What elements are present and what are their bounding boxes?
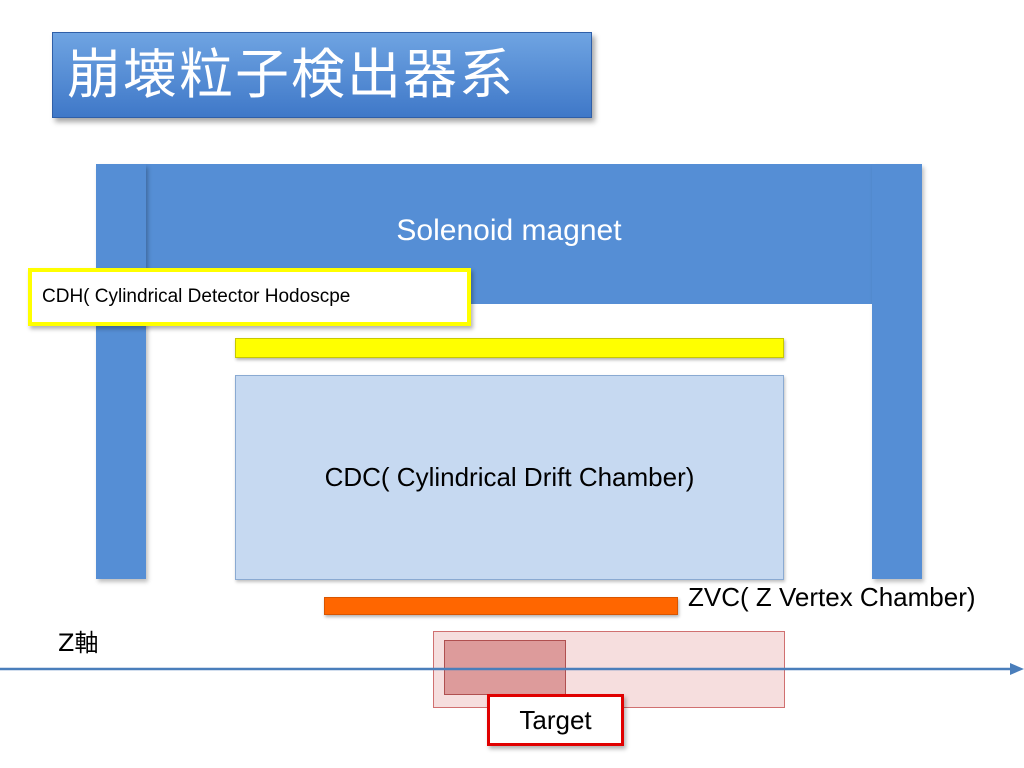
target-label: Target: [487, 694, 624, 746]
cdc-label: CDC( Cylindrical Drift Chamber): [324, 462, 695, 492]
z-axis-label: Z軸: [58, 629, 99, 657]
cdc-detector-box: CDC( Cylindrical Drift Chamber): [235, 375, 784, 580]
z-axis-arrow: [0, 663, 1024, 675]
zvc-label: ZVC( Z Vertex Chamber): [688, 582, 976, 612]
cdh-label: CDH( Cylindrical Detector Hodoscpe: [28, 268, 471, 326]
solenoid-magnet-label: Solenoid magnet: [396, 214, 622, 247]
cdh-detector-bar: [235, 338, 784, 358]
slide-title: 崩壊粒子検出器系: [67, 43, 515, 106]
solenoid-magnet-right-wall: [872, 164, 922, 579]
title-box: 崩壊粒子検出器系: [52, 32, 592, 118]
target-region-inner: [444, 640, 566, 695]
solenoid-magnet-left-wall: [96, 164, 146, 579]
target-label-text: Target: [519, 704, 592, 735]
zvc-detector-bar: [324, 597, 678, 615]
